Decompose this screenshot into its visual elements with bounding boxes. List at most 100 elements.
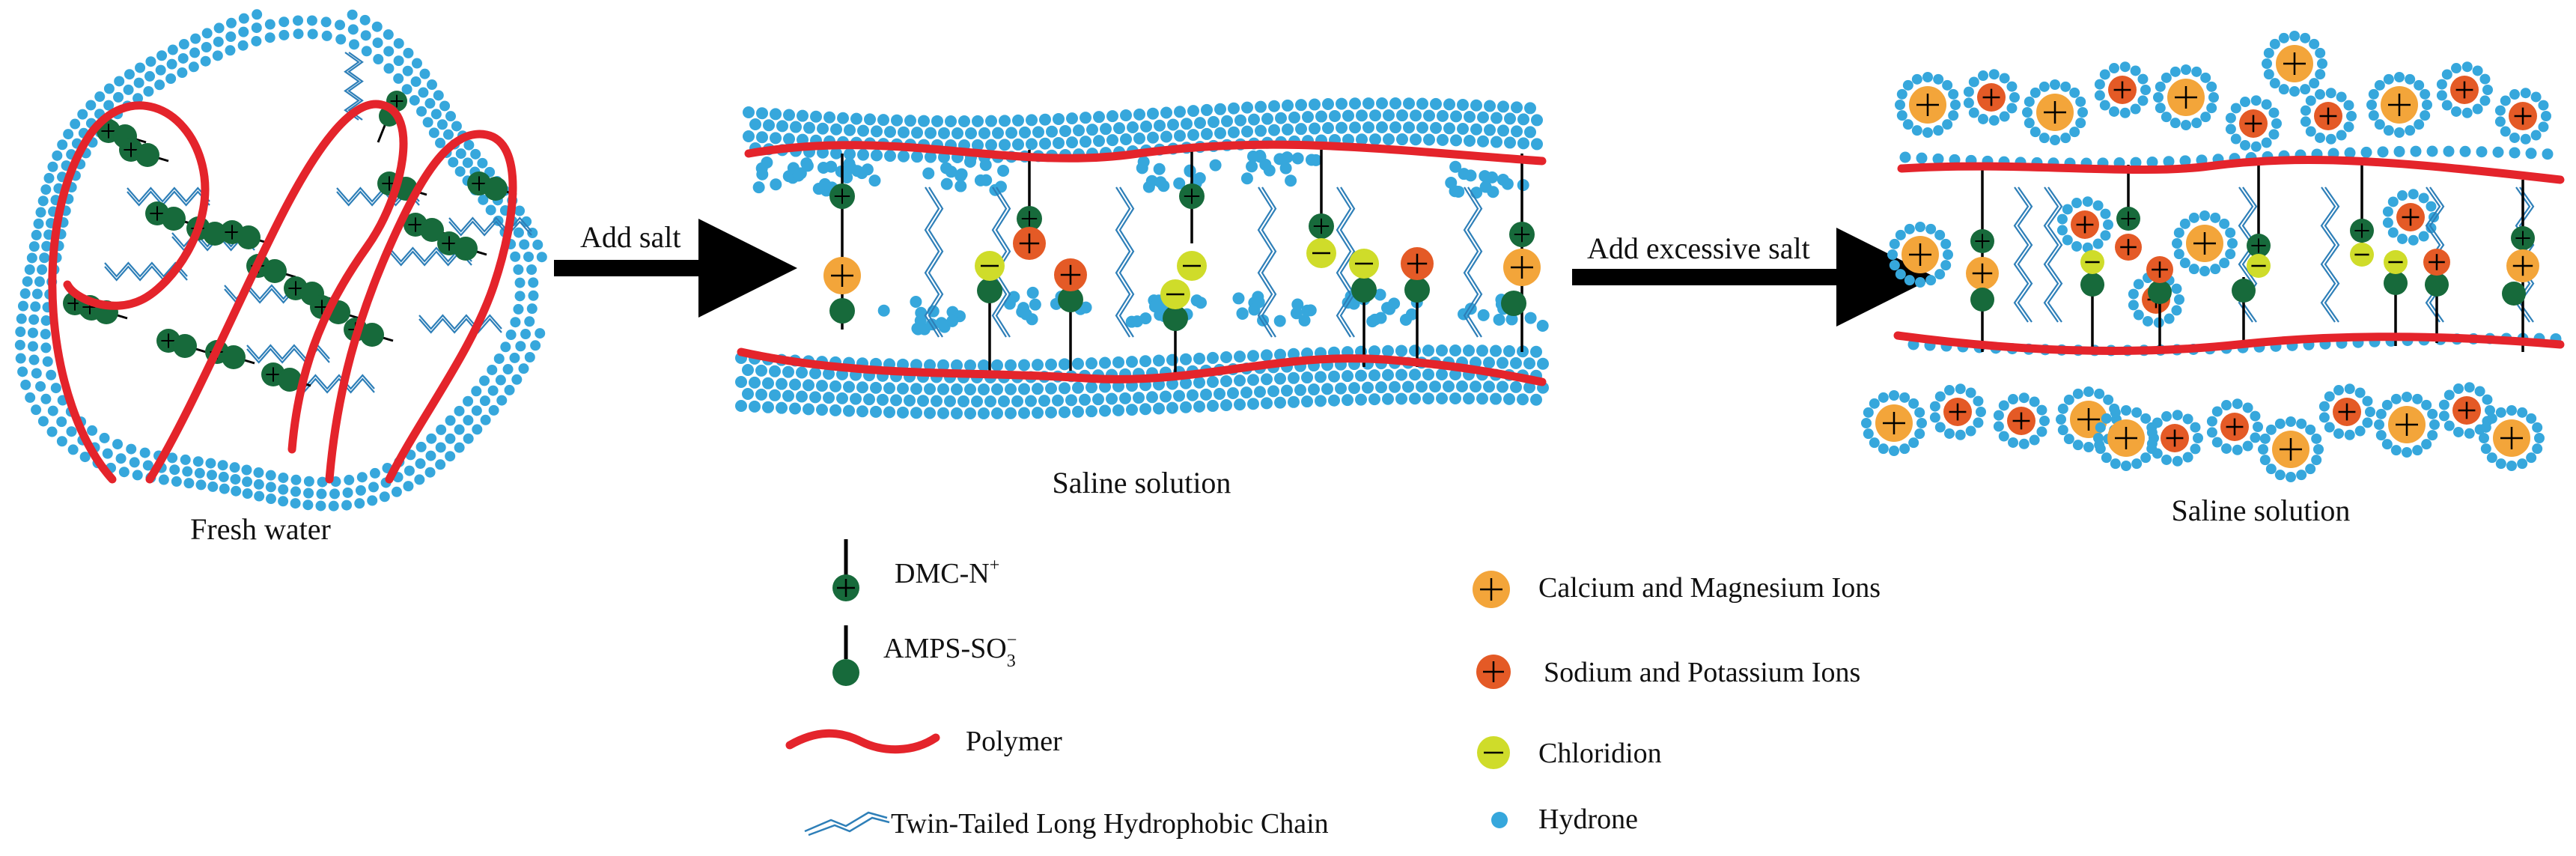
legend-polymer-label: Polymer (966, 726, 1062, 757)
chloride-ion (1160, 279, 1190, 309)
hydrone-dot (2480, 422, 2491, 433)
hydrone-dot (2110, 458, 2121, 470)
hydrone-dot (2296, 418, 2307, 429)
hydrone-dot (1093, 135, 1105, 148)
hydrone-dot (445, 111, 457, 122)
hydrone-icon (1491, 812, 1508, 828)
hydrone-dot (1285, 174, 1297, 187)
hydrone-dot (2480, 443, 2491, 455)
hydrone-dot (1965, 387, 1976, 398)
hydrone-dot (1234, 114, 1246, 127)
hydrone-dot (485, 204, 496, 216)
hydrone-dot (479, 395, 490, 407)
hydrone-dot (37, 264, 48, 275)
hydrone-dot (1904, 223, 1915, 234)
hydrone-dot (2008, 394, 2019, 405)
hydrone-dot (891, 114, 903, 127)
hydrone-dot (1437, 133, 1449, 146)
hydrone-dot (320, 16, 332, 28)
sodium-potassium-ion-icon (1476, 655, 1511, 689)
hydrone-dot (1336, 121, 1348, 134)
hydrone-dot (1184, 165, 1196, 177)
hydrone-dot (1963, 86, 1974, 97)
hydrone-dot (1291, 152, 1304, 165)
hydrone-dot (1449, 392, 1461, 405)
amps-anion (278, 368, 302, 392)
hydrone-dot (2075, 118, 2086, 129)
hydrone-dot (1861, 418, 1872, 428)
hydrone-dot (1536, 319, 1549, 332)
hydrone-dot (2190, 443, 2201, 455)
hydrone-dot (347, 24, 359, 35)
hydrone-dot (1126, 404, 1138, 416)
hydrone-dot (2161, 72, 2172, 83)
hydrated-ion (1929, 383, 1986, 440)
hydrone-dot (2479, 73, 2491, 85)
hydrone-dot (964, 383, 976, 395)
hydrone-dot (205, 458, 216, 469)
hydrophobic-chain (344, 52, 364, 121)
hydrone-dot (1445, 177, 1458, 189)
hydrone-dot (2443, 389, 2455, 401)
hydrone-dot (898, 126, 910, 139)
hydrone-dot (2333, 385, 2345, 396)
hydrone-dot (393, 55, 404, 67)
hydrone-dot (980, 174, 993, 186)
hydrone-dot (2394, 127, 2405, 138)
hydrone-dot (225, 45, 236, 56)
hydrone-dot (742, 388, 754, 400)
hydrone-dot (829, 380, 841, 392)
hydrone-dot (2161, 411, 2172, 422)
hydrone-dot (957, 395, 969, 407)
hydrone-dot (1477, 309, 1490, 321)
hydrone-dot (536, 252, 547, 263)
hydrone-dot (1396, 133, 1408, 146)
hydrone-dot (1530, 345, 1542, 358)
hydrone-dot (369, 467, 380, 479)
hydrone-dot (935, 317, 948, 330)
hydrone-dot (238, 26, 249, 37)
hydrone-dot (1999, 111, 2010, 122)
chloride-ion (2080, 250, 2104, 274)
hydrone-dot (206, 470, 217, 481)
amps-anion (2384, 271, 2408, 295)
hydrone-dot (1072, 381, 1084, 394)
hydrone-dot (2311, 433, 2322, 444)
hydrone-dot (144, 70, 156, 82)
hydrone-dot (2009, 92, 2020, 103)
hydrone-dot (1483, 380, 1495, 393)
hydrone-dot (1153, 402, 1165, 415)
hydrone-dot (1457, 123, 1469, 136)
excess-salt-panel: Saline solution (1861, 31, 2565, 527)
hydrone-dot (1106, 134, 1118, 147)
hydrone-dot (790, 121, 802, 133)
hydrophobic-chain (2013, 186, 2033, 323)
sodium-potassium-ion (1054, 258, 1087, 291)
hydrone-dot (471, 405, 482, 416)
hydrone-dot (1099, 356, 1111, 369)
hydrone-dot (1476, 344, 1488, 357)
hydrone-dot (1301, 371, 1313, 384)
hydrone-dot (946, 315, 959, 327)
sodium-potassium-ion (1977, 83, 2006, 112)
hydrone-dot (63, 129, 74, 140)
hydrone-dot (1160, 106, 1172, 119)
hydrone-dot (2311, 455, 2322, 466)
hydrone-dot (414, 474, 425, 485)
hydrone-dot (1234, 374, 1246, 387)
hydrone-dot (2300, 116, 2311, 127)
hydrone-dot (30, 301, 41, 312)
hydrone-dot (1309, 98, 1321, 111)
hydrone-dot (2269, 38, 2280, 49)
hydrone-dot (1240, 172, 1253, 185)
hydrone-dot (43, 172, 55, 183)
hydrone-dot (1282, 123, 1294, 136)
hydrone-dot (183, 478, 195, 489)
hydrone-dot (2137, 73, 2149, 85)
hydrone-dot (2383, 125, 2394, 136)
hydrone-dot (883, 406, 895, 419)
hydrone-dot (1275, 112, 1287, 124)
hydrone-dot (124, 69, 135, 80)
hydrone-dot (1517, 393, 1529, 406)
hydrone-dot (2374, 419, 2384, 430)
